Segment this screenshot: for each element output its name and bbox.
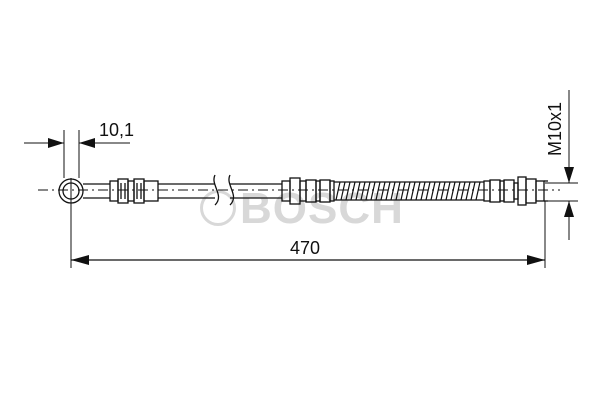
left-fitting [109,178,159,204]
arrow-right [48,138,64,148]
arrow-up-m10 [564,201,574,217]
right-fitting [483,176,545,206]
arrow-down-m10 [564,167,574,183]
arrow-left [79,138,95,148]
dimension-thread: M10x1 [545,101,566,157]
dimension-overall-length: 470 [290,238,321,258]
arrow-right-470 [527,255,545,265]
dimension-eye-width: 10,1 [99,120,135,140]
watermark-text: BOSCH [240,184,404,233]
middle-fitting [281,177,335,205]
spiral-guard [335,181,481,201]
arrow-left-470 [71,255,89,265]
banjo-eye [58,178,110,268]
